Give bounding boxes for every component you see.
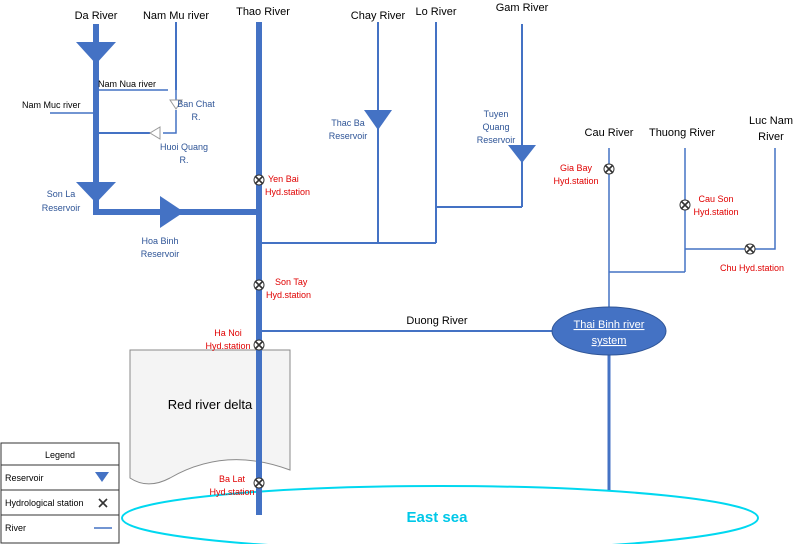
red-river-delta-shape [129,349,291,485]
legend-reservoir-label: Reservoir [5,473,44,483]
label-yen-bai-2: Hyd.station [265,187,310,197]
legend-reservoir-icon [95,472,109,482]
label-son-tay-1: Son Tay [275,277,308,287]
thai-binh-label-line1: Thai Binh river [574,319,645,331]
label-luc-nam-line1: Luc Nam [749,115,793,127]
label-chu: Chu Hyd.station [720,263,784,273]
label-cau-son-1: Cau Son [698,194,733,204]
label-da-river: Da River [75,10,118,22]
label-luc-nam-line2: River [758,131,784,143]
label-thac-ba-2: Reservoir [329,131,368,141]
station-son-tay-icon [253,279,265,291]
label-thao-river: Thao River [236,6,290,18]
label-huoi-quang-2: R. [180,155,189,165]
east-sea-label: East sea [407,509,469,526]
label-ba-lat-2: Hyd.station [209,487,254,497]
station-cau-son-icon [679,199,691,211]
reservoir-huoi-quang-icon [149,126,161,140]
label-thac-ba-1: Thac Ba [331,118,365,128]
station-chu-icon [744,243,756,255]
label-lo-river: Lo River [416,6,457,18]
label-son-la-2: Reservoir [42,203,81,213]
label-huoi-quang-1: Huoi Quang [160,142,208,152]
label-son-tay-2: Hyd.station [266,290,311,300]
label-duong-river: Duong River [406,315,467,327]
label-gia-bay-1: Gia Bay [560,163,593,173]
red-river-delta-label: Red river delta [168,397,253,412]
label-nam-nua-river: Nam Nua river [98,79,156,89]
legend-river-label: River [5,523,26,533]
east-sea-shape [121,485,759,544]
station-gia-bay-icon [603,163,615,175]
label-ba-lat-1: Ba Lat [219,474,246,484]
ban-chat-connector [163,110,177,134]
reservoir-ban-chat-icon [169,99,183,110]
label-hoa-binh-1: Hoa Binh [141,236,178,246]
label-ha-noi-1: Ha Noi [214,328,242,338]
thai-binh-system-shape [551,306,667,356]
station-yen-bai-icon [253,174,265,186]
legend-box [0,442,120,544]
legend-station-icon [98,498,108,508]
label-son-la-1: Son La [47,189,76,199]
label-cau-river: Cau River [585,127,634,139]
label-gia-bay-2: Hyd.station [553,176,598,186]
label-tuyen-quang-2: Quang [482,122,509,132]
label-nam-mu-river: Nam Mu river [143,10,209,22]
thai-binh-label-line2: system [592,335,627,347]
label-ban-chat-2: R. [192,112,201,122]
reservoir-son-la-icon [76,182,116,203]
legend-title: Legend [45,450,75,460]
label-yen-bai-1: Yen Bai [268,174,299,184]
label-ban-chat-1: Ban Chat [177,99,215,109]
legend-station-label: Hydrological station [5,498,84,508]
label-ha-noi-2: Hyd.station [205,341,250,351]
label-tuyen-quang-3: Reservoir [477,135,516,145]
reservoir-hoa-binh-icon [160,196,184,228]
station-ba-lat-icon [253,477,265,489]
label-cau-son-2: Hyd.station [693,207,738,217]
label-nam-muc-river: Nam Muc river [22,100,81,110]
reservoir-tuyen-quang-icon [508,145,536,163]
reservoir-da-top-icon [76,42,116,64]
label-thuong-river: Thuong River [649,127,715,139]
reservoir-thac-ba-icon [364,110,392,130]
legend: Legend Reservoir Hydrological station Ri… [0,442,120,544]
label-chay-river: Chay River [351,10,406,22]
label-tuyen-quang-1: Tuyen [484,109,509,119]
label-gam-river: Gam River [496,2,549,14]
luc-nam-river-line [685,148,776,250]
label-hoa-binh-2: Reservoir [141,249,180,259]
station-ha-noi-icon [253,339,265,351]
